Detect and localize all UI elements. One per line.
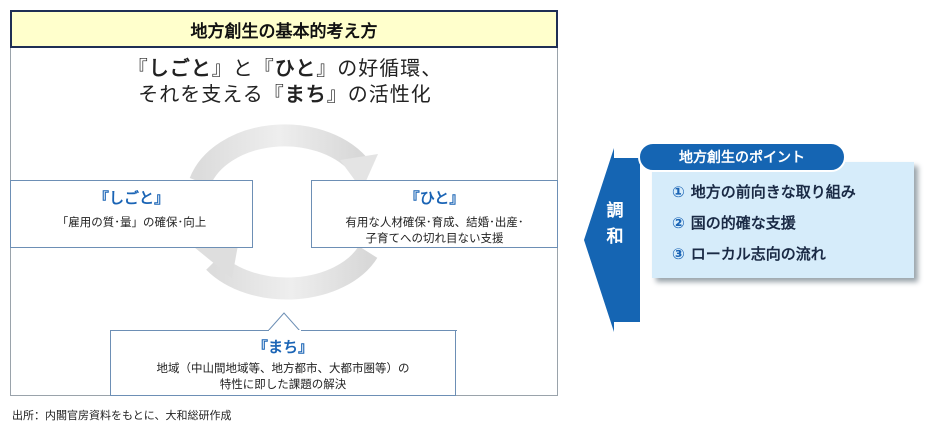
- headline-line-1: 『しごと』と『ひと』の好循環、: [127, 56, 443, 80]
- cycle-arrow-top: [189, 124, 367, 187]
- node-machi-desc: 地域（中山間地域等、地方都市、大都市圏等）の特性に即した課題の解決: [156, 361, 410, 391]
- node-shigoto-title: 『しごと』: [93, 189, 169, 207]
- node-hito-desc: 有用な人材確保･育成、結婚･出産･子育てへの切れ目ない支援: [345, 215, 524, 245]
- points-panel: [652, 162, 914, 278]
- node-shigoto: 『しごと』 「雇用の質･量」の確保･向上: [10, 180, 253, 248]
- node-shigoto-desc: 「雇用の質･量」の確保･向上: [56, 215, 207, 229]
- cycle-arrowhead-top: [340, 154, 378, 190]
- harmony-label: 調和: [606, 201, 624, 247]
- node-hito-title: 『ひと』: [404, 189, 465, 207]
- source-note: 出所：内閣官房資料をもとに、大和総研作成: [12, 409, 232, 422]
- cycle-arrow-bottom: [206, 245, 378, 300]
- diagram-title: 地方創生の基本的考え方: [10, 10, 558, 48]
- node-machi: 『まち』 地域（中山間地域等、地方都市、大都市圏等）の特性に即した課題の解決: [110, 330, 457, 396]
- machi-connector: [266, 312, 302, 332]
- node-hito: 『ひと』 有用な人材確保･育成、結婚･出産･子育てへの切れ目ない支援: [311, 180, 558, 248]
- headline-line-2: それを支える『まち』の活性化: [138, 82, 432, 106]
- harmony-arrow: [584, 148, 640, 332]
- node-machi-title: 『まち』: [252, 338, 313, 356]
- diagram-title-text: 地方創生の基本的考え方: [190, 21, 378, 42]
- cycle-arrowhead-bottom: [194, 245, 238, 278]
- points-title: 地方創生のポイント: [638, 142, 846, 172]
